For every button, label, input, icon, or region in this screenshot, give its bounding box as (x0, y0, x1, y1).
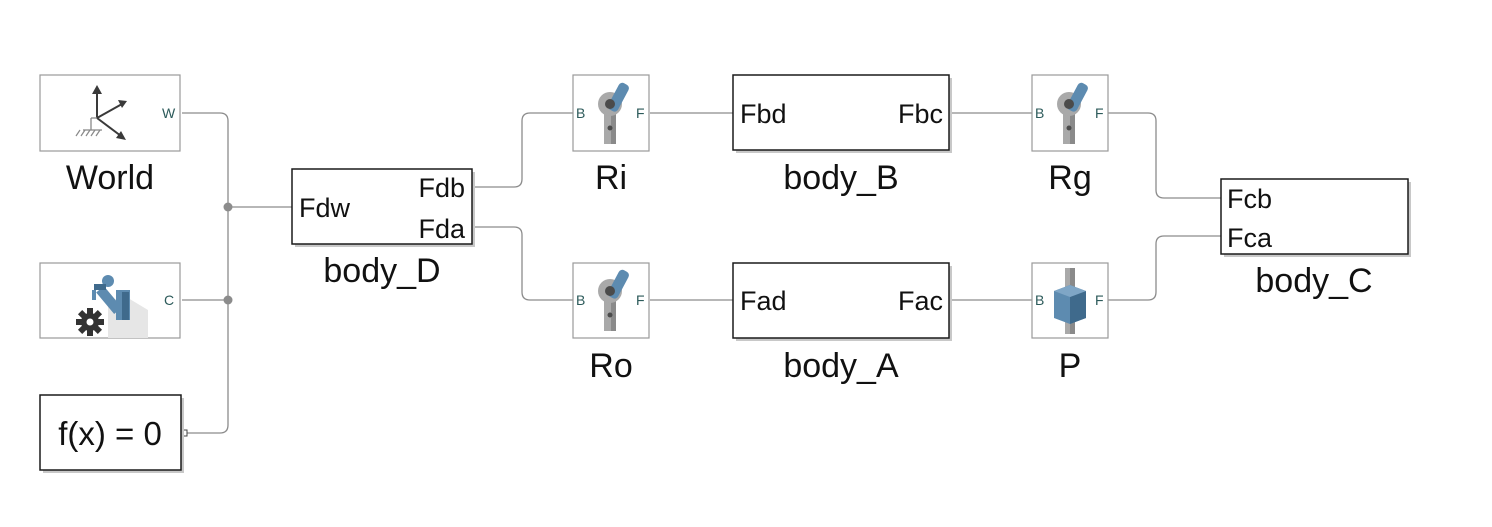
revolute-joint-rg-block[interactable]: B F Rg (1031, 74, 1109, 197)
world-frame-icon (75, 85, 127, 140)
revolute-joint-icon (598, 269, 629, 331)
wire-p-bodyc[interactable] (1108, 235, 1221, 301)
solver-expression: f(x) = 0 (58, 415, 162, 452)
port-fad[interactable]: Fad (740, 286, 787, 316)
revolute-joint-ri-block[interactable]: B F Ri (572, 74, 650, 197)
body-d-block[interactable]: Fdw Fdb Fda body_D (291, 168, 475, 290)
p-port-f[interactable]: F (1095, 292, 1104, 308)
port-fcb[interactable]: Fcb (1227, 184, 1272, 214)
revolute-joint-ro-block[interactable]: B F Ro (572, 262, 650, 385)
revolute-joint-icon (598, 82, 629, 144)
body-c-block[interactable]: Fcb Fca body_C (1220, 178, 1411, 300)
ro-port-b[interactable]: B (576, 292, 585, 308)
prismatic-joint-p-block[interactable]: B F P (1031, 262, 1109, 385)
wire-rg-bodyc[interactable] (1108, 112, 1221, 199)
ri-port-b[interactable]: B (576, 105, 585, 121)
rg-port-b[interactable]: B (1035, 105, 1044, 121)
connection-lines (181, 112, 1221, 437)
body-b-name: body_B (783, 159, 898, 197)
port-fdw[interactable]: Fdw (299, 193, 351, 223)
port-fdb[interactable]: Fdb (418, 173, 465, 203)
wire-junction (223, 295, 233, 305)
mechanism-configuration-icon (76, 275, 148, 338)
port-fca[interactable]: Fca (1227, 223, 1273, 253)
body-a-name: body_A (783, 347, 899, 385)
wire-world[interactable] (182, 112, 229, 434)
p-port-b[interactable]: B (1035, 292, 1044, 308)
rg-name: Rg (1048, 159, 1091, 197)
body-b-block[interactable]: Fbd Fbc body_B (732, 74, 952, 197)
config-port-label[interactable]: C (164, 292, 174, 308)
mechanism-configuration-block[interactable]: C (39, 262, 181, 339)
solver-configuration-block[interactable]: f(x) = 0 (39, 394, 184, 473)
revolute-joint-icon (1057, 82, 1088, 144)
wire-fdb-ri[interactable] (472, 112, 573, 188)
port-fbc[interactable]: Fbc (898, 99, 943, 129)
ro-port-f[interactable]: F (636, 292, 645, 308)
body-c-name: body_C (1255, 262, 1372, 300)
wire-junction (223, 202, 233, 212)
ro-name: Ro (589, 347, 632, 385)
world-port-label[interactable]: W (162, 105, 176, 121)
body-a-block[interactable]: Fad Fac body_A (732, 262, 952, 385)
rg-port-f[interactable]: F (1095, 105, 1104, 121)
port-fac[interactable]: Fac (898, 286, 943, 316)
world-block-name: World (66, 159, 154, 197)
world-frame-block[interactable]: W World (39, 74, 181, 197)
prismatic-joint-icon (1054, 268, 1086, 334)
p-name: P (1059, 347, 1082, 385)
ri-port-f[interactable]: F (636, 105, 645, 121)
ri-name: Ri (595, 159, 627, 197)
body-d-name: body_D (323, 252, 440, 290)
port-fda[interactable]: Fda (418, 214, 466, 244)
port-fbd[interactable]: Fbd (740, 99, 787, 129)
wire-fda-ro[interactable] (472, 226, 573, 301)
